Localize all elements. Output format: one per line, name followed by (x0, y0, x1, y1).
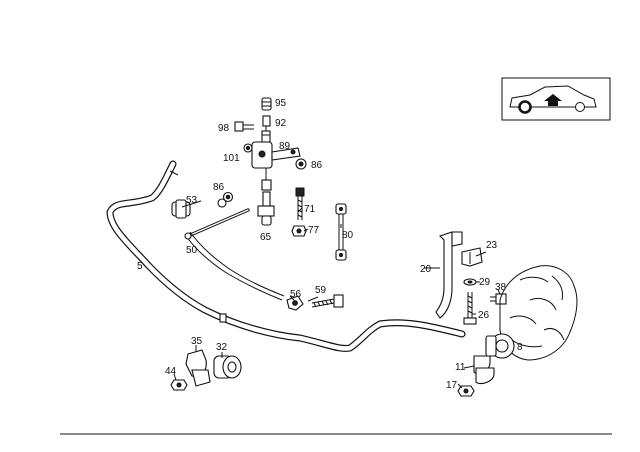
label-53: 53 (186, 195, 198, 206)
link-end-56 (286, 295, 304, 311)
clamp-11 (473, 355, 495, 385)
cap-95 (261, 97, 272, 111)
label-26: 26 (478, 310, 490, 321)
leader-lines (173, 200, 501, 389)
bolt-59 (311, 294, 344, 308)
label-29: 29 (479, 277, 491, 288)
bolt-38 (490, 293, 507, 305)
bolt-26 (463, 292, 477, 325)
car-silhouette-arrow-icon (509, 85, 597, 114)
label-86-right: 86 (311, 160, 323, 171)
bushing-8 (485, 333, 515, 359)
connecting-rod-65 (257, 168, 275, 226)
nut-101 (243, 143, 253, 153)
label-38: 38 (495, 282, 507, 293)
nut-44 (170, 379, 188, 391)
level-valve-89 (251, 130, 301, 169)
label-50: 50 (186, 245, 198, 256)
label-56: 56 (290, 289, 302, 300)
label-101: 101 (223, 153, 240, 164)
washer-29 (463, 278, 477, 286)
clamp-35 (185, 349, 211, 387)
bushing-32 (213, 355, 242, 379)
label-20: 20 (420, 264, 432, 275)
nut-17 (457, 385, 475, 397)
label-44: 44 (165, 366, 177, 377)
label-92: 92 (275, 118, 287, 129)
label-17: 17 (446, 380, 458, 391)
part-labels: 95 92 98 89 101 86 86 53 71 77 80 65 50 … (137, 98, 523, 391)
label-80: 80 (342, 230, 354, 241)
screw-98 (234, 121, 254, 132)
bracket-23 (461, 247, 483, 267)
label-95: 95 (275, 98, 287, 109)
label-8: 8 (517, 342, 523, 353)
label-71: 71 (304, 204, 316, 215)
label-77: 77 (308, 225, 320, 236)
label-98: 98 (218, 123, 230, 134)
label-5: 5 (137, 261, 143, 272)
stabilizer-bar (106, 160, 466, 352)
car-orientation-inset (501, 77, 611, 121)
linkage-rod-50 (184, 198, 285, 301)
label-65: 65 (260, 232, 272, 243)
coupling-rod-80 (335, 203, 347, 261)
label-59: 59 (315, 285, 327, 296)
label-11: 11 (455, 362, 466, 373)
bolt-71 (295, 187, 305, 220)
fitting-92 (262, 115, 271, 131)
axle-housing (499, 265, 578, 361)
nut-86-right (295, 158, 307, 170)
label-23: 23 (486, 240, 498, 251)
nut-77 (291, 225, 307, 237)
label-89: 89 (279, 141, 291, 152)
label-32: 32 (216, 342, 228, 353)
nut-86-left (222, 191, 234, 203)
label-35: 35 (191, 336, 203, 347)
bracket-20 (435, 231, 463, 319)
label-86-left: 86 (213, 182, 225, 193)
